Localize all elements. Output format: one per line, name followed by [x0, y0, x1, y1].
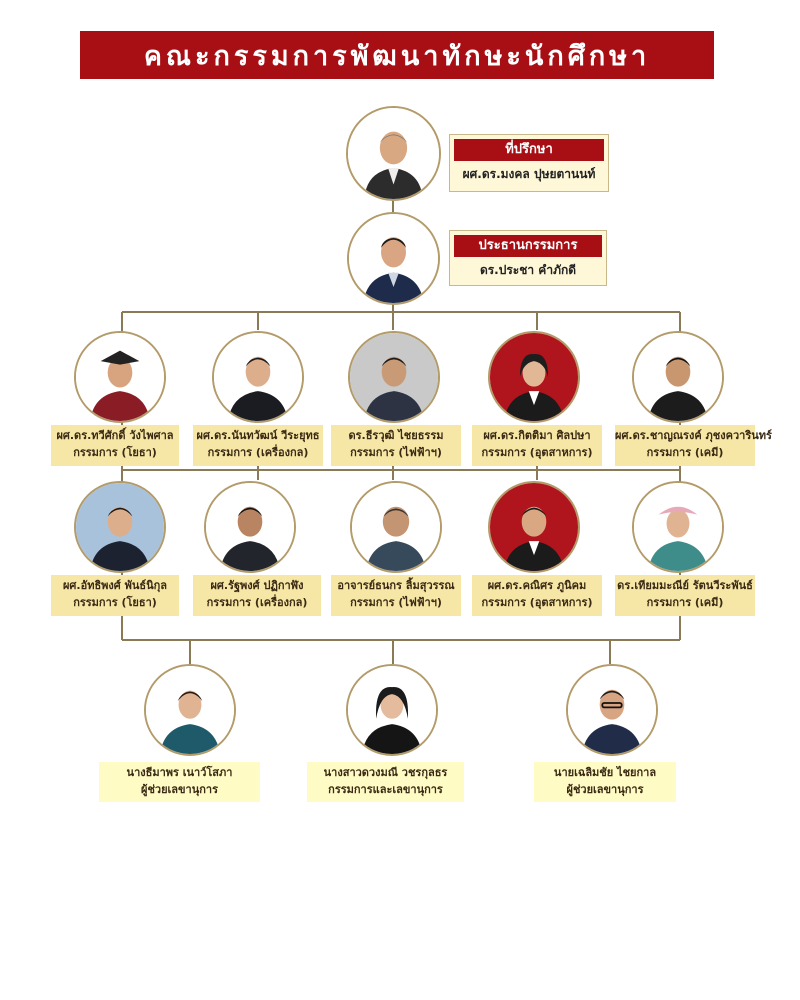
member-photo: [348, 331, 440, 423]
person-icon: [634, 483, 722, 571]
advisor-role: ที่ปรึกษา: [454, 139, 604, 161]
secretary-label: นายเฉลิมชัย ไชยกาลผู้ช่วยเลขานุการ: [534, 762, 676, 802]
member-photo: [74, 481, 166, 573]
chair-card: ประธานกรรมการ ดร.ประชา คำภักดี: [449, 230, 607, 286]
member-label: ผศ.อัทธิพงศ์ พันธ์นิกุลกรรมการ (โยธา): [51, 575, 179, 616]
person-icon: [350, 333, 438, 421]
member-photo: [350, 481, 442, 573]
person-icon: [348, 108, 439, 199]
member-label: อาจารย์ธนกร ลิ้มสุวรรณกรรมการ (ไฟฟ้าฯ): [331, 575, 461, 616]
member-label: ผศ.ดร.นันทวัฒน์ วีระยุทธกรรมการ (เครื่อง…: [193, 425, 323, 466]
member-label: ผศ.รัฐพงศ์ ปฏิกาฬังกรรมการ (เครื่องกล): [193, 575, 321, 616]
chair-role: ประธานกรรมการ: [454, 235, 602, 257]
member-photo: [488, 331, 580, 423]
member-label: ผศ.ดร.ชาญณรงค์ ภุชงควารินทร์กรรมการ (เคม…: [615, 425, 772, 466]
member-photo: [212, 331, 304, 423]
person-icon: [490, 483, 578, 571]
person-icon: [568, 666, 656, 754]
advisor-photo: [346, 106, 441, 201]
secretary-label: นางธีมาพร เนาว์โสภาผู้ช่วยเลขานุการ: [99, 762, 260, 802]
member-label: ดร.เทียมมะณีย์ รัตนวีระพันธ์กรรมการ (เคม…: [615, 575, 755, 616]
secretary-photo: [566, 664, 658, 756]
secretary-label: นางสาวดวงมณี วชรกุลธรกรรมการและเลขานุการ: [307, 762, 464, 802]
person-icon: [76, 333, 164, 421]
person-icon: [349, 214, 438, 303]
advisor-card: ที่ปรึกษา ผศ.ดร.มงคล ปุษยตานนท์: [449, 134, 609, 192]
secretary-photo: [144, 664, 236, 756]
person-icon: [348, 666, 436, 754]
person-icon: [634, 333, 722, 421]
member-photo: [632, 331, 724, 423]
member-label: ผศ.ดร.คณิศร ภูนิคมกรรมการ (อุตสาหการ): [472, 575, 602, 616]
chair-photo: [347, 212, 440, 305]
member-label: ผศ.ดร.กิตติมา ศิลปษากรรมการ (อุตสาหการ): [472, 425, 602, 466]
person-icon: [214, 333, 302, 421]
title-banner: คณะกรรมการพัฒนาทักษะนักศึกษา: [80, 31, 714, 79]
member-label: ดร.ธีรวุฒิ ไชยธรรมกรรมการ (ไฟฟ้าฯ): [331, 425, 461, 466]
page-title: คณะกรรมการพัฒนาทักษะนักศึกษา: [143, 40, 651, 72]
person-icon: [352, 483, 440, 571]
person-icon: [490, 333, 578, 421]
person-icon: [76, 483, 164, 571]
person-icon: [206, 483, 294, 571]
advisor-name: ผศ.ดร.มงคล ปุษยตานนท์: [462, 167, 596, 181]
member-photo: [488, 481, 580, 573]
secretary-photo: [346, 664, 438, 756]
person-icon: [146, 666, 234, 754]
member-photo: [74, 331, 166, 423]
member-label: ผศ.ดร.ทวีศักดิ์ วังไพศาลกรรมการ (โยธา): [51, 425, 179, 466]
member-photo: [204, 481, 296, 573]
chair-name: ดร.ประชา คำภักดี: [479, 263, 577, 277]
member-photo: [632, 481, 724, 573]
